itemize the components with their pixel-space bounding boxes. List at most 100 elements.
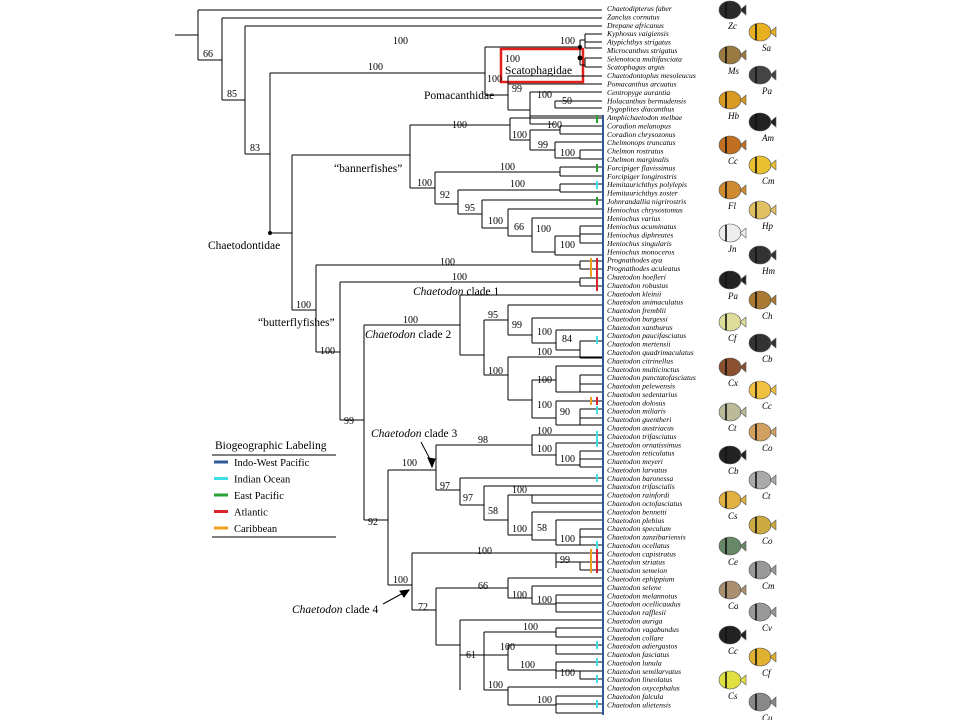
- tip-label: Chaetodon striatus: [607, 558, 665, 567]
- fish-body: [748, 692, 772, 712]
- support-value: 98: [478, 435, 488, 446]
- tip-label: Chaetodon semilarvatus: [607, 667, 681, 676]
- fish-abbreviation: Ce: [728, 557, 738, 567]
- fish-body: [748, 65, 772, 85]
- fish-body: [718, 312, 742, 332]
- support-value: 84: [562, 334, 572, 345]
- tip-label: Heniochus acuminatus: [606, 222, 676, 231]
- bar-east-pacific: [596, 197, 598, 205]
- fish-thumbnail: Hb: [718, 90, 747, 121]
- bar-indo-west-pacific: [602, 115, 604, 715]
- fish-tail: [769, 337, 777, 349]
- fish-body: [718, 90, 742, 110]
- fish-abbreviation: Cx: [728, 378, 738, 388]
- support-value: 100: [537, 695, 552, 706]
- fish-abbreviation: Hb: [727, 111, 739, 121]
- fish-abbreviation: Pa: [727, 291, 738, 301]
- fish-tail: [769, 249, 777, 261]
- fish-tail: [739, 629, 747, 641]
- bannerfishes-label: “bannerfishes”: [334, 163, 402, 175]
- bar-indian-ocean: [596, 541, 598, 549]
- fish-abbreviation: Zc: [728, 21, 737, 31]
- tip-label: Chaetodon ornatissimus: [607, 440, 681, 449]
- clade3-label: Chaetodon clade 3: [371, 428, 457, 440]
- support-value: 72: [418, 602, 428, 613]
- support-value: 100: [500, 642, 515, 653]
- tip-label: Chaetodon falcula: [607, 692, 664, 701]
- fish-abbreviation: Cu: [762, 713, 773, 720]
- fish-abbreviation: Pa: [761, 86, 772, 96]
- support-value: 100: [536, 224, 551, 235]
- fish-abbreviation: Cf: [728, 333, 738, 343]
- fish-abbreviation: Ms: [727, 66, 739, 76]
- tip-label: Coradion chrysozonus: [607, 130, 676, 139]
- tree-branches: [175, 9, 602, 714]
- support-value: 100: [296, 300, 311, 311]
- fish-tail: [739, 494, 747, 506]
- support-value: 100: [537, 426, 552, 437]
- fish-thumbnail: Ct: [718, 402, 747, 433]
- tip-label: Chaetodon selene: [607, 583, 662, 592]
- support-value: 95: [488, 310, 498, 321]
- fish-body: [748, 380, 772, 400]
- tip-label: Chaetodon speculum: [607, 524, 671, 533]
- support-values: 66 85 83 100 100 100 100 100 99 100 50 1…: [203, 36, 575, 706]
- fish-tail: [739, 406, 747, 418]
- fish-tail: [769, 696, 777, 708]
- legend-label: Indian Ocean: [234, 475, 291, 486]
- fish-illustrations: ZcSaMsPaHbAmCcCmFlHpJnHmPaChCfCbCxCcCtCo…: [718, 0, 777, 720]
- support-value: 97: [463, 493, 473, 504]
- support-value: 100: [560, 454, 575, 465]
- fish-body: [718, 223, 742, 243]
- tip-label: Chaetodon baronessa: [607, 474, 673, 483]
- pomacanthidae-label: Pomacanthidae: [424, 90, 494, 102]
- bar-indian-ocean: [596, 700, 598, 708]
- tip-label: Microcanthus strigatus: [606, 46, 677, 55]
- fish-abbreviation: Cv: [762, 623, 772, 633]
- tip-label: Chaetodon punctatofasciatus: [607, 373, 696, 382]
- fish-tail: [739, 184, 747, 196]
- tip-label: Drepane africanus: [606, 21, 664, 30]
- support-value: 92: [368, 517, 378, 528]
- fish-body: [718, 580, 742, 600]
- support-value: 85: [227, 89, 237, 100]
- fish-thumbnail: Cs: [718, 490, 747, 521]
- tip-label: Amphichaetodon melbae: [606, 113, 683, 122]
- support-value: 100: [512, 524, 527, 535]
- support-value: 100: [417, 178, 432, 189]
- legend-label: Atlantic: [234, 508, 268, 519]
- node-marker: [578, 45, 582, 49]
- fish-thumbnail: Hm: [748, 245, 777, 276]
- tip-label: Chaetodon zanzibariensis: [607, 533, 686, 542]
- fish-abbreviation: Fl: [727, 201, 736, 211]
- fish-abbreviation: Cc: [728, 646, 738, 656]
- fish-abbreviation: Cs: [728, 691, 738, 701]
- fish-thumbnail: Cm: [748, 560, 777, 591]
- tip-label: Chaetodon rainfordi: [607, 491, 669, 500]
- support-value: 100: [452, 272, 467, 283]
- tip-label: Hemitaurichthys polylepis: [606, 180, 687, 189]
- fish-thumbnail: Pa: [718, 270, 747, 301]
- tip-label: Chaetodon larvatus: [607, 466, 667, 475]
- fish-abbreviation: Hm: [761, 266, 775, 276]
- fish-tail: [769, 204, 777, 216]
- chaetodontidae-label: Chaetodontidae: [208, 240, 280, 252]
- fish-tail: [769, 606, 777, 618]
- tip-label: Chaetodipterus faber: [607, 4, 672, 13]
- fish-thumbnail: Pa: [748, 65, 777, 96]
- tip-label: Selenotoca multifasciata: [607, 54, 682, 63]
- fish-tail: [739, 674, 747, 686]
- tip-label: Heniochus monoceros: [606, 247, 674, 256]
- support-value: 100: [537, 400, 552, 411]
- bar-indian-ocean: [596, 658, 598, 666]
- support-value: 66: [203, 49, 213, 60]
- fish-thumbnail: Cc: [718, 625, 747, 656]
- fish-tail: [739, 139, 747, 151]
- support-value: 99: [512, 320, 522, 331]
- tip-label: Chaetodon melannotus: [607, 591, 677, 600]
- fish-abbreviation: Cb: [728, 466, 739, 476]
- tip-label: Chaetodon meyeri: [607, 457, 663, 466]
- node-marker: [577, 55, 583, 61]
- biogeographic-bars: [590, 115, 604, 715]
- support-value: 50: [562, 96, 572, 107]
